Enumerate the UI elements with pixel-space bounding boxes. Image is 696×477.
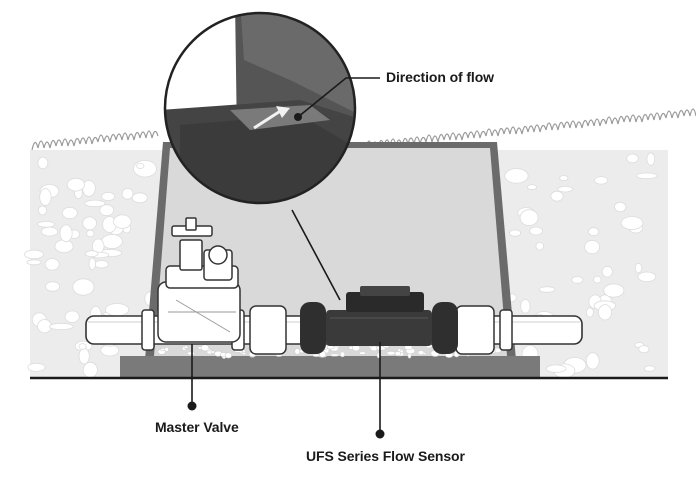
pebble: [519, 209, 539, 227]
pebble: [394, 351, 401, 357]
pebble: [294, 348, 301, 355]
pebble: [84, 250, 99, 258]
pebble: [210, 350, 215, 354]
pebble: [601, 265, 613, 278]
pebble: [59, 224, 73, 243]
flow-sensor-label: UFS Series Flow Sensor: [306, 448, 465, 464]
pebble: [88, 257, 96, 271]
master-valve: [157, 217, 241, 343]
pebble: [635, 172, 658, 180]
pebble: [594, 176, 609, 185]
pebble: [593, 275, 602, 284]
pebble: [27, 362, 46, 372]
pebble: [113, 214, 132, 229]
pebble: [571, 276, 584, 284]
pebble: [376, 345, 386, 351]
pebble: [72, 278, 95, 296]
pebble: [529, 226, 543, 236]
pebble: [557, 185, 573, 193]
pebble: [637, 271, 657, 283]
pebble: [603, 283, 625, 298]
pebble: [620, 216, 644, 230]
pebble: [183, 345, 189, 349]
pebble: [84, 199, 106, 208]
pebble: [358, 351, 367, 355]
grass-tufts: [31, 108, 696, 151]
pebble: [638, 345, 650, 354]
pebble: [646, 152, 656, 166]
pebble: [224, 352, 232, 359]
pebble: [417, 350, 425, 356]
pebble: [136, 162, 145, 169]
pebble: [94, 260, 109, 269]
pebble: [634, 262, 643, 274]
pebble: [614, 201, 627, 213]
pebble: [626, 153, 639, 164]
pebble: [164, 346, 169, 352]
pebble: [559, 175, 569, 182]
pebble: [38, 205, 48, 216]
pebble: [99, 204, 115, 217]
pebble: [538, 286, 556, 293]
pebble: [101, 191, 116, 201]
leader-lines: [191, 77, 381, 434]
pebble: [39, 188, 52, 207]
pebble: [598, 304, 613, 321]
pebble: [101, 234, 123, 249]
pebble: [186, 351, 195, 356]
pebble: [585, 352, 600, 370]
pebble: [48, 322, 74, 331]
pebble: [509, 229, 522, 237]
flow-sensor: [300, 286, 458, 354]
pebble: [329, 353, 340, 357]
pebble: [535, 241, 544, 251]
pebble: [312, 353, 321, 357]
master-valve-label: Master Valve: [155, 419, 239, 435]
pebble: [86, 229, 95, 238]
pebble: [78, 343, 87, 350]
pebble: [78, 348, 90, 365]
pebble: [386, 351, 396, 356]
pebble: [26, 259, 42, 266]
pebble: [241, 351, 247, 355]
pebble: [545, 364, 567, 373]
pebble: [82, 361, 98, 379]
pebble: [643, 365, 656, 372]
pebble: [339, 351, 346, 358]
pebble: [105, 303, 130, 317]
pebble: [587, 227, 600, 237]
pebble: [131, 192, 148, 204]
pebble: [37, 156, 49, 170]
pebble: [586, 307, 594, 318]
pebble: [64, 310, 80, 323]
pebble: [584, 239, 600, 255]
pebble: [504, 168, 529, 184]
leader-dots: [187, 113, 385, 439]
pebble: [520, 298, 531, 314]
direction-of-flow-label: Direction of flow: [386, 69, 494, 85]
pebble: [24, 249, 44, 260]
pebble: [40, 226, 59, 237]
pebble: [37, 221, 55, 228]
pebble: [61, 206, 78, 220]
pebble: [54, 239, 74, 254]
pebble: [66, 177, 86, 192]
pebble: [121, 188, 134, 200]
pebble: [45, 281, 60, 292]
pebble: [82, 216, 97, 231]
pebble: [44, 258, 60, 271]
pebble: [527, 184, 537, 191]
pebble: [200, 344, 210, 352]
pebble: [550, 190, 564, 202]
pebble: [133, 159, 157, 178]
